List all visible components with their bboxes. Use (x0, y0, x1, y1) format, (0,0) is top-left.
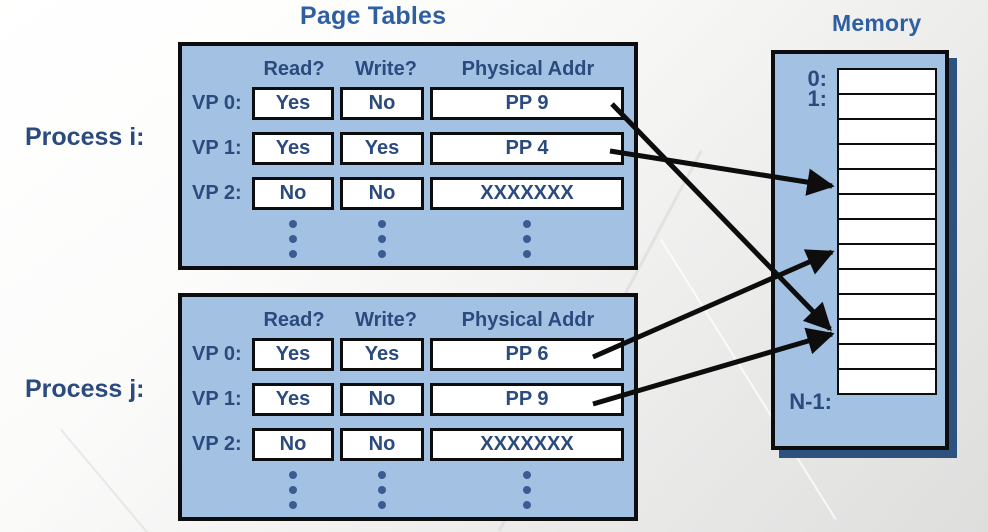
column-header-write: Write? (355, 58, 417, 80)
cell-read-0[interactable]: Yes (252, 338, 334, 371)
cell-write-0[interactable]: Yes (340, 338, 424, 371)
vp-label-1: VP 1: (192, 388, 242, 410)
memory-cell-3[interactable] (837, 143, 937, 170)
vp-label-0: VP 0: (192, 92, 242, 114)
process-j-label: Process j: (25, 375, 145, 403)
background-streak-2 (0, 0, 120, 198)
cell-physical-1[interactable]: PP 9 (430, 383, 624, 416)
page-title-memory: Memory (832, 10, 922, 36)
cell-physical-2[interactable]: XXXXXXX (430, 428, 624, 461)
vertical-ellipsis-write-icon (378, 220, 386, 258)
memory-cell-4[interactable] (837, 168, 937, 195)
memory-panel: 0: 1: N-1: (771, 50, 949, 450)
memory-index-second: 1: (807, 86, 827, 111)
column-header-read: Read? (263, 309, 325, 331)
background-streak-5 (60, 428, 165, 532)
cell-read-1[interactable]: Yes (252, 132, 334, 165)
memory-index-first: 0: (807, 66, 827, 91)
page-table-process-j: Read? Write? Physical Addr VP 0: VP 1: V… (178, 293, 638, 521)
vp-label-0: VP 0: (192, 343, 242, 365)
cell-write-1[interactable]: No (340, 383, 424, 416)
memory-cell-1[interactable] (837, 93, 937, 120)
memory-cell-8[interactable] (837, 268, 937, 295)
memory-cell-0[interactable] (837, 68, 937, 95)
cell-read-0[interactable]: Yes (252, 87, 334, 120)
vertical-ellipsis-write-icon (378, 471, 386, 509)
cell-write-2[interactable]: No (340, 177, 424, 210)
cell-write-0[interactable]: No (340, 87, 424, 120)
vertical-ellipsis-read-icon (289, 220, 297, 258)
page-table-process-i: Read? Write? Physical Addr VP 0: VP 1: V… (178, 42, 638, 270)
memory-cell-10[interactable] (837, 318, 937, 345)
cell-physical-1[interactable]: PP 4 (430, 132, 624, 165)
vp-label-2: VP 2: (192, 433, 242, 455)
vp-label-2: VP 2: (192, 182, 242, 204)
memory-cell-2[interactable] (837, 118, 937, 145)
page-title-page-tables: Page Tables (300, 2, 447, 30)
memory-index-last: N-1: (789, 389, 832, 414)
memory-cell-9[interactable] (837, 293, 937, 320)
cell-physical-0[interactable]: PP 6 (430, 338, 624, 371)
memory-cell-12[interactable] (837, 368, 937, 395)
column-header-write: Write? (355, 309, 417, 331)
vertical-ellipsis-read-icon (289, 471, 297, 509)
memory-cell-11[interactable] (837, 343, 937, 370)
cell-read-2[interactable]: No (252, 428, 334, 461)
cell-physical-2[interactable]: XXXXXXX (430, 177, 624, 210)
cell-read-2[interactable]: No (252, 177, 334, 210)
process-i-label: Process i: (25, 123, 145, 151)
memory-cell-7[interactable] (837, 243, 937, 270)
memory-cell-list (837, 68, 937, 395)
column-header-read: Read? (263, 58, 325, 80)
vertical-ellipsis-physical-icon (523, 471, 531, 509)
memory-cell-5[interactable] (837, 193, 937, 220)
cell-write-1[interactable]: Yes (340, 132, 424, 165)
column-header-physical: Physical Addr (461, 309, 595, 331)
cell-read-1[interactable]: Yes (252, 383, 334, 416)
vertical-ellipsis-physical-icon (523, 220, 531, 258)
cell-write-2[interactable]: No (340, 428, 424, 461)
cell-physical-0[interactable]: PP 9 (430, 87, 624, 120)
memory-cell-6[interactable] (837, 218, 937, 245)
column-header-physical: Physical Addr (461, 58, 595, 80)
vp-label-1: VP 1: (192, 137, 242, 159)
